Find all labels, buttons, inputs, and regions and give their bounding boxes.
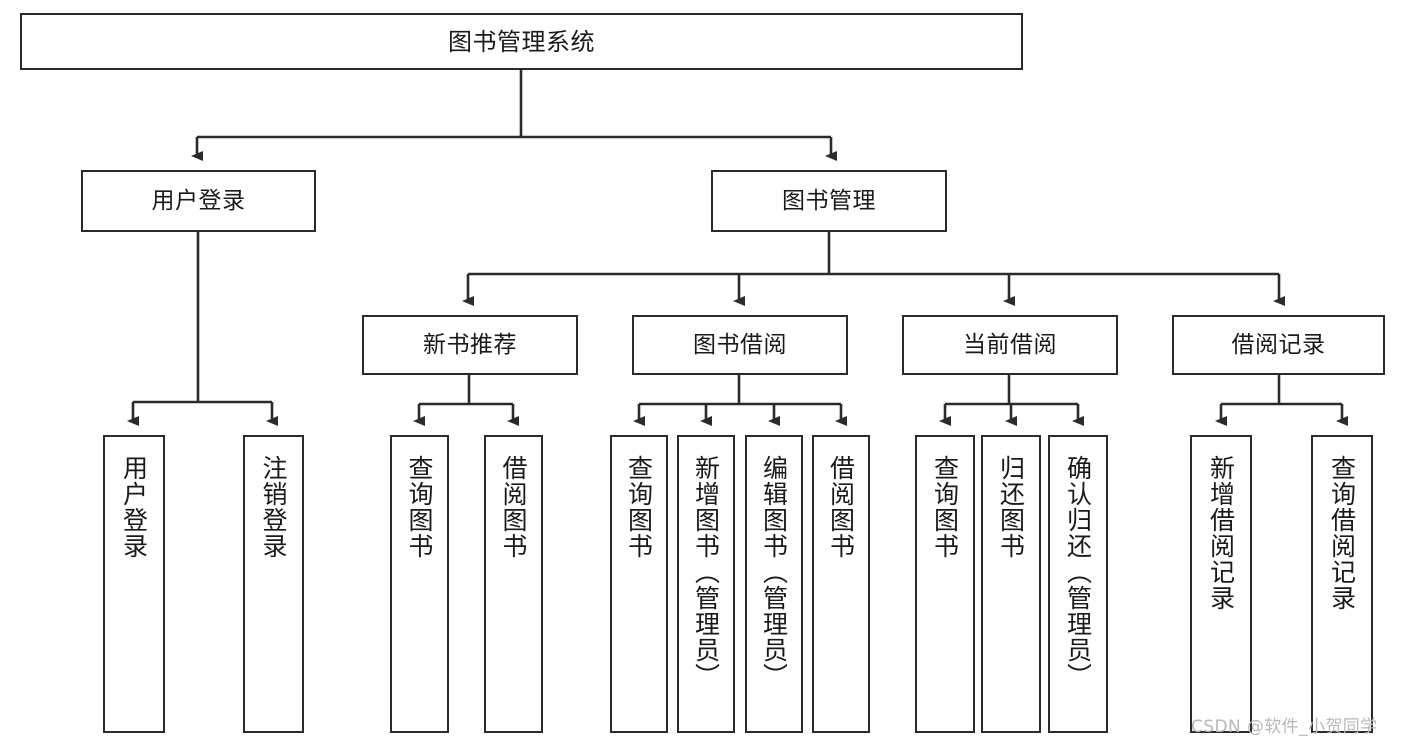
node-leaf-query-book-2[interactable]: 查询图书 xyxy=(610,435,668,733)
node-new-book-recommend[interactable]: 新书推荐 xyxy=(362,315,578,375)
node-label: 新增借阅记录 xyxy=(1206,455,1236,611)
node-leaf-edit-book[interactable]: 编辑图书（管理员） xyxy=(745,435,803,733)
node-label: 编辑图书（管理员） xyxy=(759,455,789,689)
node-label: 归还图书 xyxy=(996,455,1026,559)
node-label: 用户登录 xyxy=(151,187,246,214)
node-label: 图书管理 xyxy=(782,187,876,214)
node-leaf-confirm-return[interactable]: 确认归还（管理员） xyxy=(1048,435,1108,733)
node-label: 新增图书（管理员） xyxy=(691,455,721,689)
node-leaf-borrow-book-1[interactable]: 借阅图书 xyxy=(484,435,543,733)
node-user-login[interactable]: 用户登录 xyxy=(81,170,316,232)
node-current-borrow[interactable]: 当前借阅 xyxy=(902,315,1118,375)
node-leaf-borrow-book-2[interactable]: 借阅图书 xyxy=(812,435,870,733)
node-label: 借阅记录 xyxy=(1231,331,1326,358)
node-label: 借阅图书 xyxy=(826,455,856,559)
node-label: 查询图书 xyxy=(405,455,434,559)
node-leaf-user-login[interactable]: 用户登录 xyxy=(103,435,165,733)
node-book-borrow[interactable]: 图书借阅 xyxy=(632,315,848,375)
csdn-watermark: CSDN @软件_小贺同学 xyxy=(1191,717,1378,737)
node-leaf-logout[interactable]: 注销登录 xyxy=(243,435,304,733)
node-leaf-query-book-3[interactable]: 查询图书 xyxy=(915,435,975,733)
node-label: 查询图书 xyxy=(624,455,654,559)
node-label: 确认归还（管理员） xyxy=(1063,455,1093,689)
node-leaf-query-record[interactable]: 查询借阅记录 xyxy=(1311,435,1373,733)
node-borrow-record[interactable]: 借阅记录 xyxy=(1172,315,1385,375)
node-label: 当前借阅 xyxy=(963,331,1057,358)
node-leaf-add-record[interactable]: 新增借阅记录 xyxy=(1190,435,1252,733)
node-leaf-add-book[interactable]: 新增图书（管理员） xyxy=(677,435,735,733)
node-label: 新书推荐 xyxy=(423,331,517,358)
node-label: 图书管理系统 xyxy=(448,27,595,56)
node-label: 查询图书 xyxy=(930,455,960,559)
node-leaf-query-book-1[interactable]: 查询图书 xyxy=(390,435,449,733)
node-leaf-return-book[interactable]: 归还图书 xyxy=(981,435,1041,733)
node-book-manage[interactable]: 图书管理 xyxy=(711,170,947,232)
node-label: 借阅图书 xyxy=(499,455,528,559)
node-label: 注销登录 xyxy=(259,455,288,559)
node-book-management-system[interactable]: 图书管理系统 xyxy=(20,13,1023,70)
node-label: 用户登录 xyxy=(119,455,149,559)
node-label: 图书借阅 xyxy=(693,331,787,358)
node-label: 查询借阅记录 xyxy=(1327,455,1357,611)
